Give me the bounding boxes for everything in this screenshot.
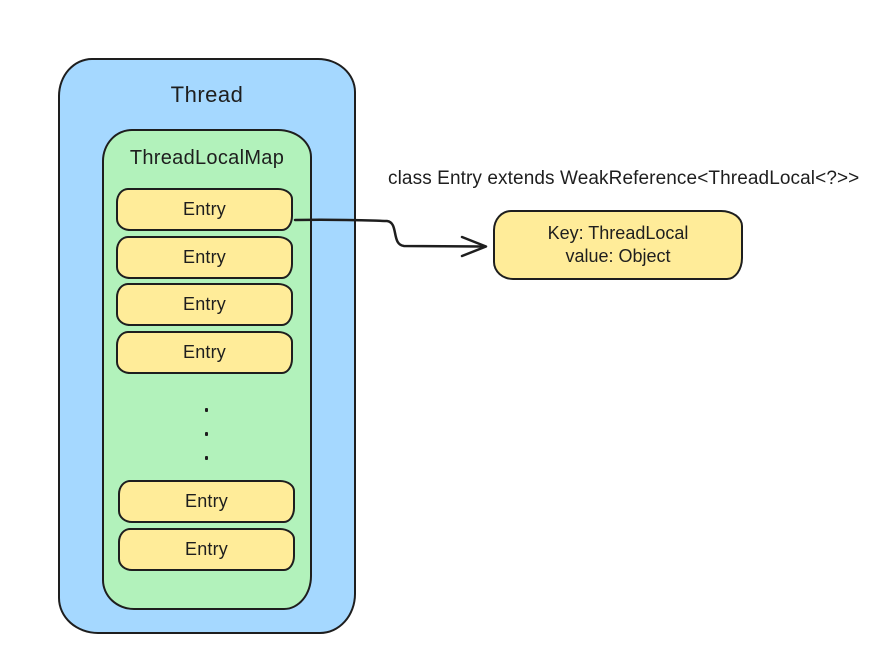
entry-detail-box: Key: ThreadLocal value: Object (493, 210, 743, 280)
arrow-head (460, 235, 488, 258)
entry-detail-key-line: Key: ThreadLocal (547, 223, 689, 243)
entry-detail-value-line: value: Object (565, 246, 671, 266)
entry-box: Entry (118, 527, 295, 571)
ellipsis-dot (204, 408, 209, 412)
entry-box: Entry (118, 480, 295, 523)
annotation-text: class Entry extends WeakReference<Thread… (388, 168, 860, 189)
entry-stack-top: Entry Entry Entry Entry (116, 188, 293, 374)
entry-stack-bottom: Entry Entry (118, 480, 295, 571)
entry-box: Entry (116, 330, 293, 374)
thread-label: Thread (170, 82, 244, 107)
ellipsis-dot (204, 432, 209, 436)
entry-box: Entry (116, 235, 293, 279)
thread-box: Thread ThreadLocalMap Entry Entry Entry … (58, 58, 356, 634)
ellipsis (104, 408, 309, 460)
entry-box: Entry (116, 188, 293, 231)
threadlocalmap-box: ThreadLocalMap Entry Entry Entry Entry E… (102, 129, 312, 610)
ellipsis-dot (204, 456, 209, 460)
entry-box: Entry (116, 283, 293, 326)
threadlocalmap-label: ThreadLocalMap (129, 147, 285, 169)
